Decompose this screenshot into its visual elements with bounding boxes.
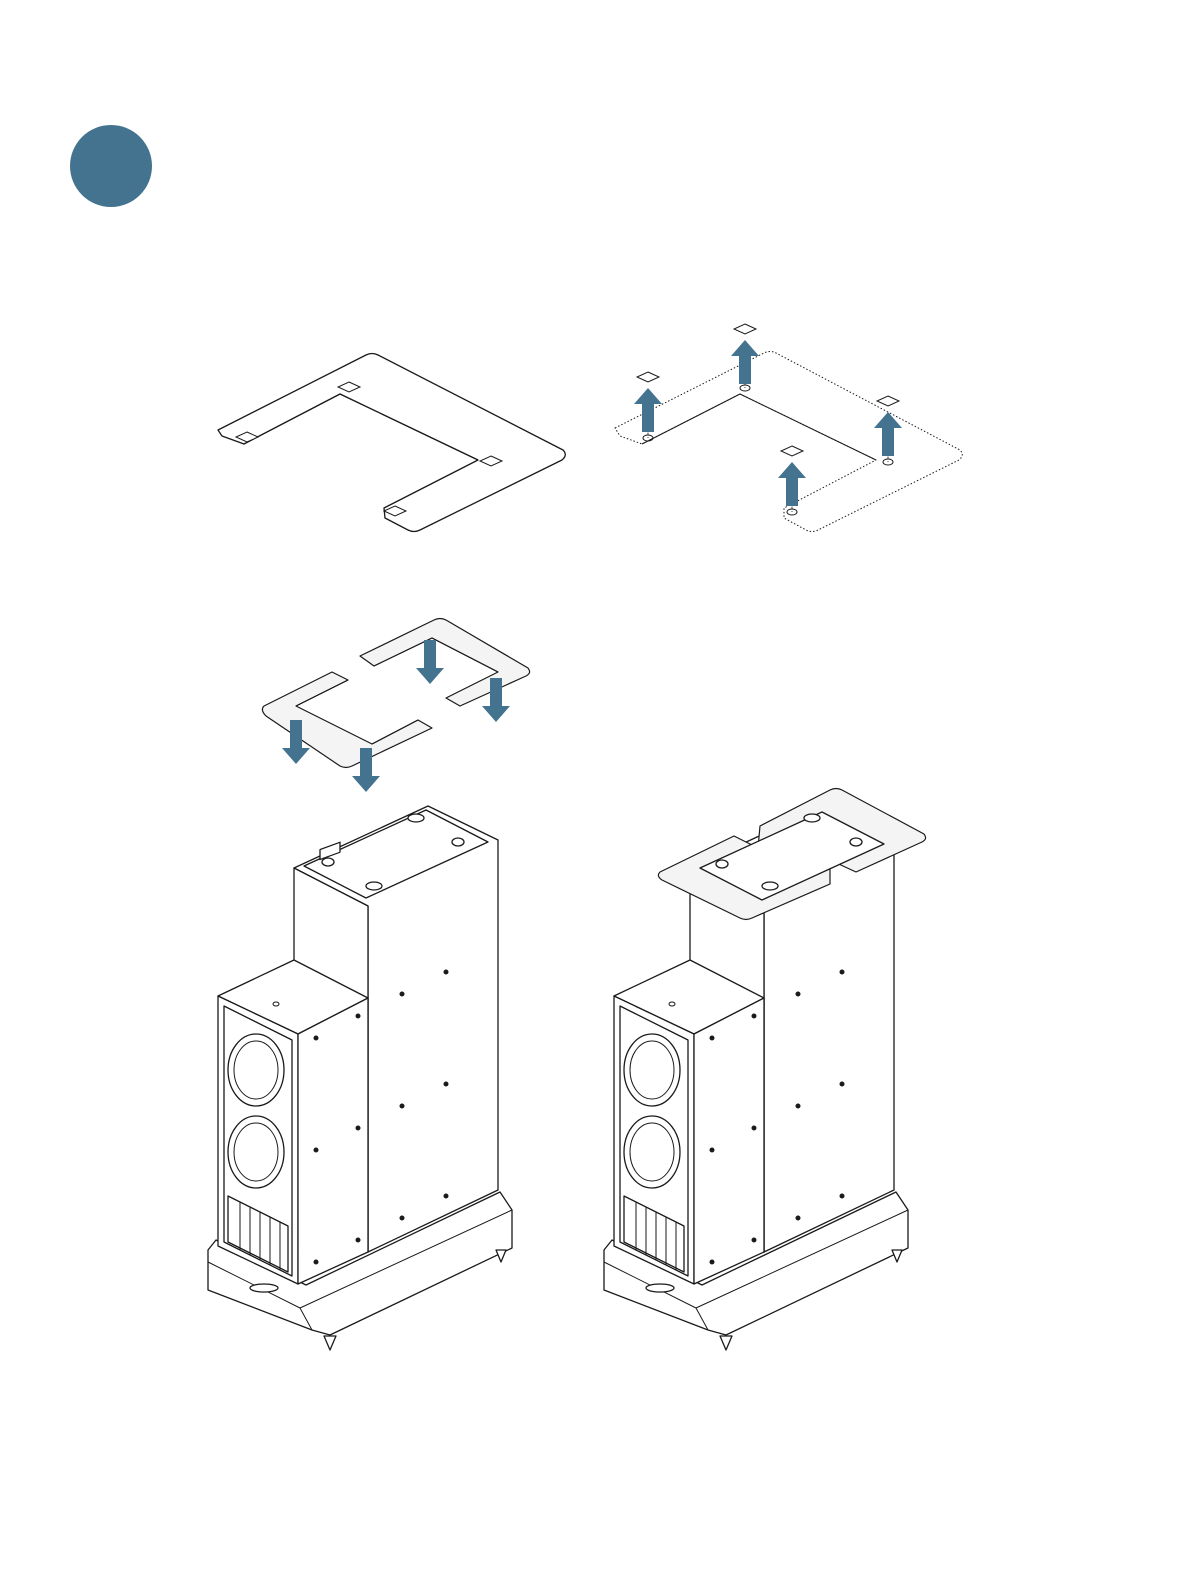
template-with-pads-panel (218, 354, 565, 532)
arrow-down-icon (416, 640, 444, 684)
template-halves-panel (208, 619, 530, 1351)
speaker-right (604, 789, 926, 1351)
speaker-left (208, 806, 512, 1350)
template-fitted-panel (604, 789, 926, 1351)
arrow-up-icon (778, 462, 806, 506)
arrow-up-icon (731, 340, 759, 384)
pads-lift-off-panel (615, 324, 962, 532)
arrow-up-icon (874, 412, 902, 456)
arrow-up-icon (634, 388, 662, 432)
